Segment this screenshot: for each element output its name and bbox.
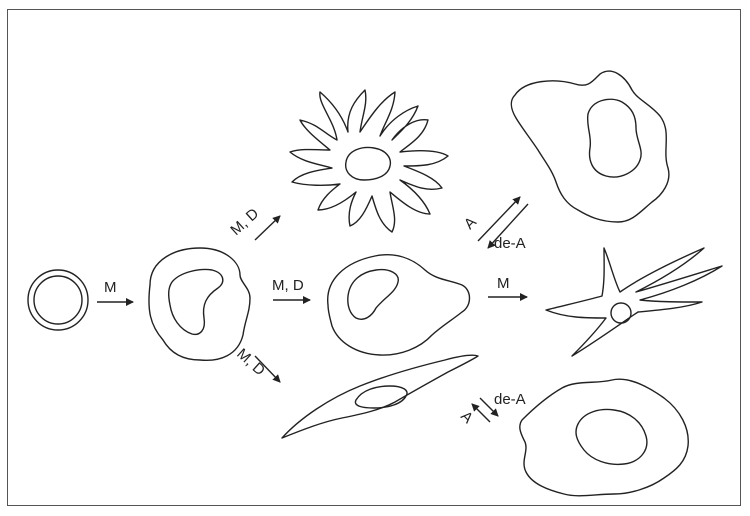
stellate-cell-nucleus — [346, 148, 391, 180]
activated-cell-lower-nucleus — [576, 410, 647, 465]
activated-cell-upper-nucleus — [588, 99, 642, 177]
spindle-cell-membrane — [282, 355, 478, 438]
label-md-middle: M, D — [272, 277, 304, 294]
activated-cell-lower-membrane — [520, 379, 688, 496]
label-m-first: M — [104, 279, 117, 296]
star-cell — [546, 248, 722, 356]
stem-cell-inner-membrane — [34, 276, 82, 324]
oval-cell — [328, 255, 470, 355]
spindle-cell-nucleus — [355, 386, 407, 408]
stem-cell-outer-membrane — [28, 270, 88, 330]
spindle-cell — [282, 355, 478, 438]
activated-cell-upper — [511, 71, 669, 222]
star-cell-nucleus — [611, 303, 631, 323]
round-cell-nucleus — [169, 270, 223, 335]
stellate-dendritic-cell — [290, 90, 448, 232]
activated-cell-lower — [520, 379, 688, 496]
label-a-lower: A — [457, 408, 476, 427]
star-cell-membrane — [546, 248, 722, 356]
oval-cell-membrane — [328, 255, 470, 355]
label-m-right: M — [497, 275, 510, 292]
round-cell — [149, 248, 250, 360]
label-md-lower: M, D — [233, 345, 268, 379]
label-dea-lower: de-A — [494, 391, 526, 408]
stellate-cell-membrane — [290, 90, 448, 232]
oval-cell-nucleus — [348, 270, 398, 320]
label-a-upper: A — [461, 214, 480, 233]
round-cell-membrane — [149, 248, 250, 360]
label-dea-upper: de-A — [494, 235, 526, 252]
label-md-upper: M, D — [227, 205, 262, 239]
stem-cell — [28, 270, 88, 330]
